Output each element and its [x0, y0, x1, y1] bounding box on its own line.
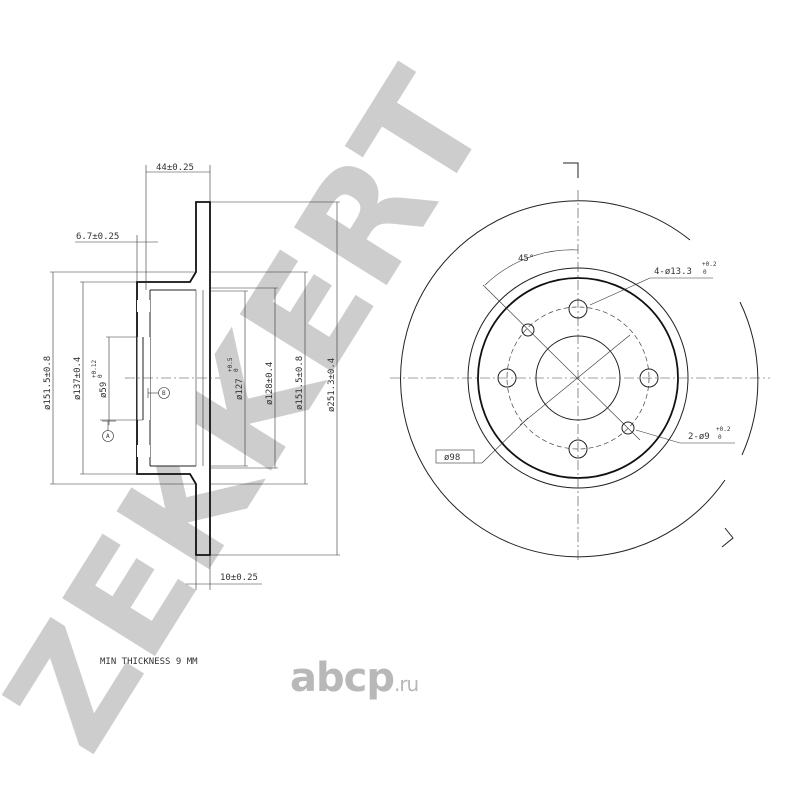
pcd-box [435, 449, 475, 464]
dim-hat-wall: 6.7±0.25 [76, 232, 119, 242]
abcp-logo: abcp.ru [290, 655, 419, 701]
svg-text:ø59: ø59 [99, 382, 109, 398]
pin-hole [521, 323, 535, 337]
svg-text:ø251.3±0.4: ø251.3±0.4 [327, 358, 337, 412]
pcd-label: ø98 [444, 453, 460, 463]
svg-text:ø127: ø127 [235, 378, 245, 400]
bolt-hole [568, 439, 588, 459]
svg-text:ø137±0.4: ø137±0.4 [73, 357, 83, 400]
angle-label: 45° [518, 254, 534, 264]
bolt-hole [639, 368, 659, 388]
svg-text:ø128±0.4: ø128±0.4 [265, 362, 275, 405]
svg-text:+0.5: +0.5 [227, 357, 234, 372]
dim-overall-depth: 44±0.25 [156, 163, 194, 173]
bolt-holes-label: 4-ø13.3 [654, 267, 692, 277]
svg-text:ZEKKERT: ZEKKERT [0, 45, 522, 779]
min-thickness-note: MIN THICKNESS 9 MM [100, 657, 198, 667]
disc-outer-edge [400, 200, 726, 558]
svg-text:ø151.5±0.8: ø151.5±0.8 [295, 356, 305, 410]
watermark: ZEKKERT [0, 45, 522, 779]
front-view: 45° 4-ø13.3 +0.2 0 2-ø9 +0.2 0 ø98 [390, 162, 770, 560]
bolt-hole [568, 299, 588, 319]
disc-section [136, 201, 211, 556]
svg-text:+0.2: +0.2 [702, 261, 717, 268]
svg-text:0: 0 [703, 269, 707, 276]
svg-text:0: 0 [718, 434, 722, 441]
pin-holes-label: 2-ø9 [688, 432, 710, 442]
svg-text:+0.12: +0.12 [91, 360, 98, 378]
svg-text:0: 0 [97, 374, 104, 378]
datum-a: A [106, 433, 110, 440]
svg-text:+0.2: +0.2 [716, 426, 731, 433]
section-view: 44±0.25 6.7±0.25 10±0.25 ø151.5±0.8 ø137… [43, 163, 340, 590]
bolt-hole [497, 368, 517, 388]
pin-hole [621, 421, 635, 435]
svg-text:0: 0 [233, 368, 240, 372]
svg-text:ø151.5±0.8: ø151.5±0.8 [43, 356, 53, 410]
datum-b: B [162, 390, 166, 397]
dim-disc-thickness: 10±0.25 [220, 573, 258, 583]
